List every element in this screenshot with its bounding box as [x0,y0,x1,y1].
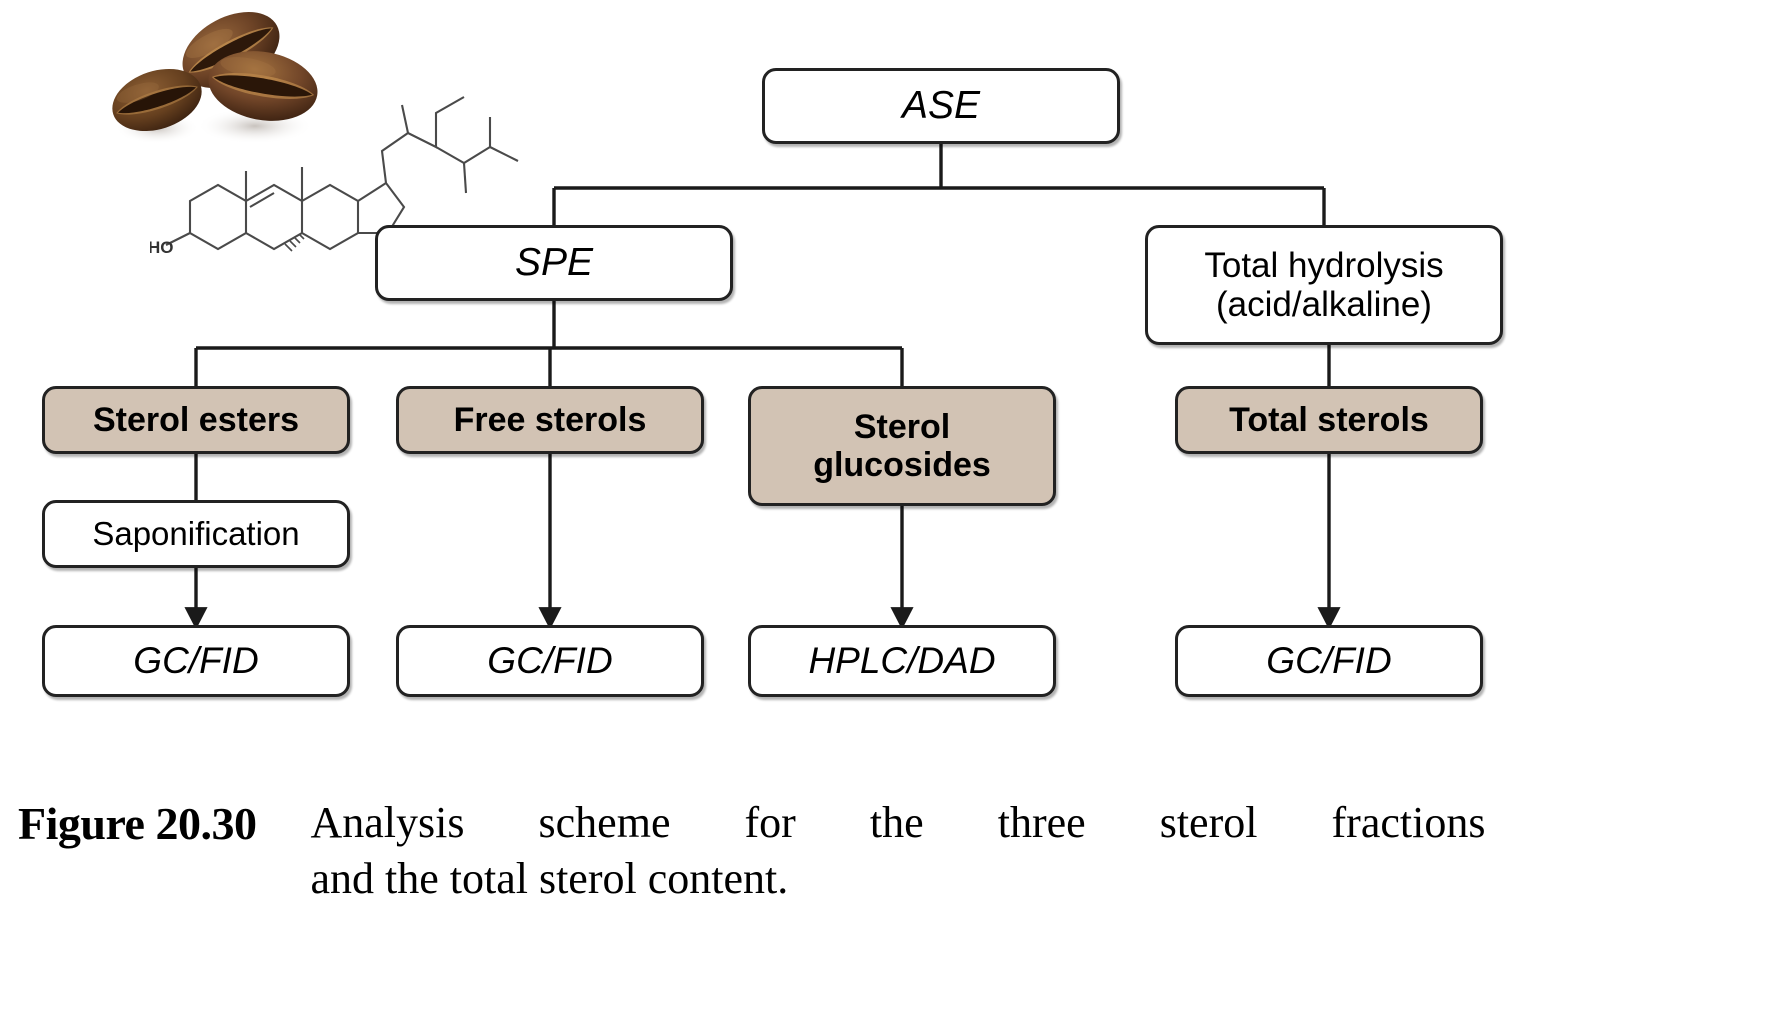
caption-line-2: and the total sterol content. [310,854,789,904]
node-total-hydrolysis-line2: (acid/alkaline) [1216,285,1432,324]
node-total-sterols-label: Total sterols [1229,400,1429,439]
node-gcfid-3-label: GC/FID [1266,640,1392,682]
node-hplcdad-sterol-glucosides[interactable]: HPLC/DAD [748,625,1056,697]
node-sterol-glucosides-line1: Sterol [853,407,951,446]
node-total-hydrolysis[interactable]: Total hydrolysis (acid/alkaline) [1145,225,1503,345]
node-gcfid-sterol-esters[interactable]: GC/FID [42,625,350,697]
figure-caption: Figure 20.30 Analysis scheme for the thr… [0,795,1765,908]
node-saponification-label: Saponification [92,514,300,552]
node-gcfid-2-label: GC/FID [487,640,613,682]
node-hplcdad-label: HPLC/DAD [808,640,996,682]
node-gcfid-1-label: GC/FID [133,640,259,682]
node-spe-label: SPE [514,241,594,285]
node-spe[interactable]: SPE [375,225,733,301]
node-ase[interactable]: ASE [762,68,1120,144]
caption-text: Analysis scheme for the three sterol fra… [310,795,1485,908]
node-total-sterols[interactable]: Total sterols [1175,386,1483,454]
chemical-label-ho: HO [150,238,174,257]
node-free-sterols[interactable]: Free sterols [396,386,704,454]
caption-line-1: Analysis scheme for the three sterol fra… [310,798,1486,847]
node-free-sterols-label: Free sterols [453,400,647,439]
caption-row: Figure 20.30 Analysis scheme for the thr… [0,795,1765,908]
flowchart-diagram: HO ASE SPE Total hydrolysis (acid/alkali… [42,11,1503,697]
node-saponification[interactable]: Saponification [42,500,350,568]
node-sterol-esters-label: Sterol esters [93,400,299,439]
node-sterol-glucosides-line2: glucosides [813,446,991,484]
node-sterol-glucosides-text: Sterol glucosides [813,408,991,484]
node-sterol-glucosides[interactable]: Sterol glucosides [748,386,1056,506]
node-gcfid-free-sterols[interactable]: GC/FID [396,625,704,697]
node-ase-label: ASE [901,84,981,128]
node-sterol-esters[interactable]: Sterol esters [42,386,350,454]
figure-number: Figure 20.30 [18,798,257,849]
sterol-chemical-structure: HO [150,96,519,257]
node-total-hydrolysis-line1: Total hydrolysis [1204,245,1444,285]
node-gcfid-total-sterols[interactable]: GC/FID [1175,625,1483,697]
coffee-beans-image [112,11,318,144]
node-total-hydrolysis-text: Total hydrolysis (acid/alkaline) [1204,246,1443,324]
